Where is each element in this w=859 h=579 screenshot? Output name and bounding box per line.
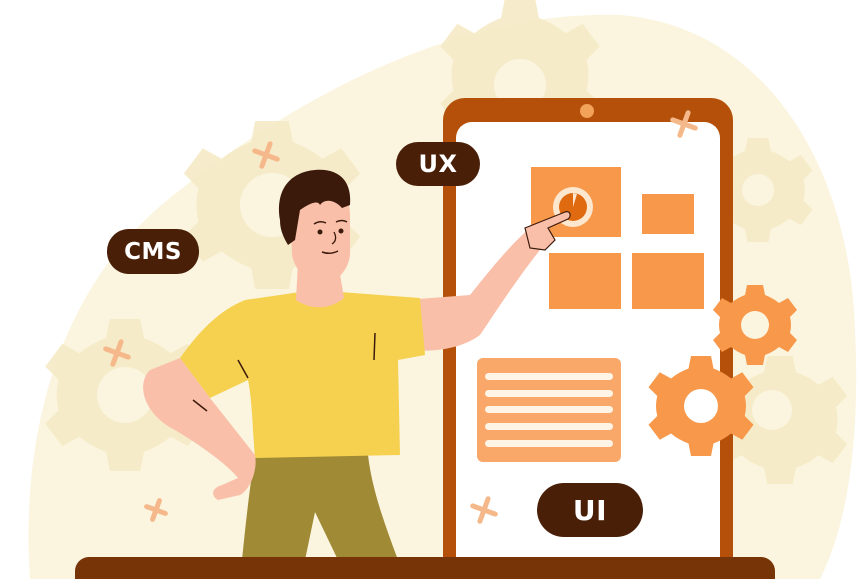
text-block — [477, 358, 621, 462]
shirt-fold — [237, 359, 249, 379]
eye-left — [317, 229, 323, 235]
sparkle-icon — [670, 110, 698, 138]
sparkle-icon — [470, 496, 498, 524]
eyebrow-right — [335, 219, 348, 223]
tile-small[interactable] — [642, 194, 694, 234]
person — [143, 169, 571, 560]
floor-bar — [75, 557, 775, 579]
ux-badge: UX — [396, 142, 480, 186]
text-line — [485, 406, 613, 413]
shirt-fold — [373, 332, 376, 361]
pointing-arm — [405, 222, 552, 351]
pants — [242, 455, 398, 560]
nose — [331, 231, 337, 245]
faint-gear-right-bottom — [712, 356, 848, 484]
tile-bottom-right[interactable] — [632, 253, 704, 309]
sparkle-icons — [103, 110, 698, 524]
sparkle-icon — [103, 339, 131, 367]
arm-fold — [192, 399, 208, 412]
sparkle-icon — [144, 498, 168, 522]
phone-camera-icon — [580, 104, 594, 118]
mouth — [321, 250, 339, 255]
gear-icon-bottom — [648, 356, 754, 456]
cms-badge: CMS — [107, 229, 199, 274]
tile-bottom-left[interactable] — [549, 253, 621, 309]
faint-gear-left-bottom — [45, 319, 205, 471]
faint-gear-right — [703, 138, 813, 242]
text-line — [485, 373, 613, 380]
eyebrow-left — [313, 220, 327, 225]
pointing-hand — [524, 211, 571, 251]
gear-icon-top — [713, 285, 797, 365]
shirt — [180, 292, 425, 458]
text-line — [485, 440, 613, 447]
sparkle-icon — [252, 141, 280, 169]
ui-badge: UI — [537, 483, 643, 537]
eye-right — [338, 228, 344, 234]
text-line — [485, 390, 613, 397]
text-line — [485, 423, 613, 430]
left-arm — [143, 358, 256, 500]
hair — [279, 169, 351, 245]
